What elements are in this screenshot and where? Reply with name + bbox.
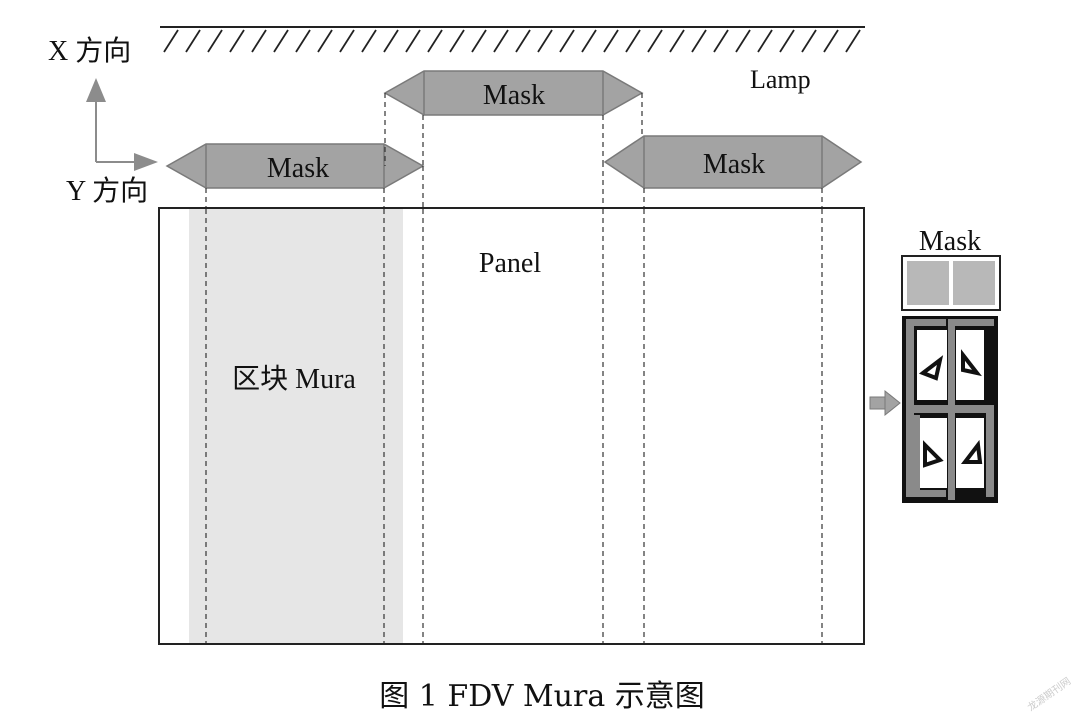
hatch-mark (185, 29, 201, 53)
mask-connectors (205, 93, 823, 208)
hatch-mark (361, 29, 377, 53)
hatch-mark (295, 29, 311, 53)
tri-3-icon (923, 440, 944, 468)
mask-right-label: Mask (703, 149, 765, 180)
lamp-hatch (160, 26, 865, 53)
hatch-mark (801, 29, 817, 53)
watermark: 龙源期刊网 (1025, 674, 1073, 713)
hatch-mark (449, 29, 465, 53)
x-direction-label: X 方向 (48, 35, 131, 67)
hatch-mark (493, 29, 509, 53)
hatch-mark (735, 29, 751, 53)
mura-band (189, 209, 403, 644)
hatch-mark (559, 29, 575, 53)
panel-dashed-lines (205, 209, 823, 643)
hatch-mark (515, 29, 531, 53)
hatch-mark (713, 29, 729, 53)
hatch-mark (625, 29, 641, 53)
tri-1-icon (918, 355, 944, 381)
lamp-label: Lamp (750, 65, 811, 94)
hatch-mark (779, 29, 795, 53)
hatch-mark (427, 29, 443, 53)
hatch-mark (669, 29, 685, 53)
axis-indicator (86, 78, 158, 171)
hatch-mark (163, 29, 179, 53)
panel (158, 207, 865, 645)
hatch-mark (581, 29, 597, 53)
x-axis-arrow-icon (86, 78, 106, 102)
mask-left-label: Mask (267, 153, 329, 184)
hatch-mark (383, 29, 399, 53)
hatch-mark (251, 29, 267, 53)
block-mura-label: 区块 Mura (232, 364, 356, 395)
mask-detail-box (901, 255, 1001, 311)
hatch-mark (273, 29, 289, 53)
tri-2-icon (961, 349, 982, 377)
hatch-mark (317, 29, 333, 53)
tri-4-icon (960, 439, 983, 464)
mask-middle-label: Mask (483, 80, 545, 111)
hatch-mark (691, 29, 707, 53)
hatch-mark (339, 29, 355, 53)
hatch-mark (845, 29, 861, 53)
panel-label: Panel (479, 248, 541, 279)
hatch-mark (537, 29, 553, 53)
mask-detail-label: Mask (919, 226, 981, 257)
hatch-mark (405, 29, 421, 53)
hatch-mark (823, 29, 839, 53)
hatch-mark (207, 29, 223, 53)
hatch-mark (229, 29, 245, 53)
y-direction-label: Y 方向 (66, 175, 148, 207)
mask-middle: Mask (383, 70, 644, 116)
hatch-mark (603, 29, 619, 53)
pixel-detail (902, 316, 998, 503)
hatch-mark (471, 29, 487, 53)
mask-right: Mask (603, 135, 863, 189)
hatch-mark (757, 29, 773, 53)
hatch-mark (647, 29, 663, 53)
detail-arrow-icon (869, 389, 901, 417)
figure-caption: 图 1 FDV Mura 示意图 (379, 679, 705, 714)
y-axis-arrow-icon (134, 153, 158, 171)
